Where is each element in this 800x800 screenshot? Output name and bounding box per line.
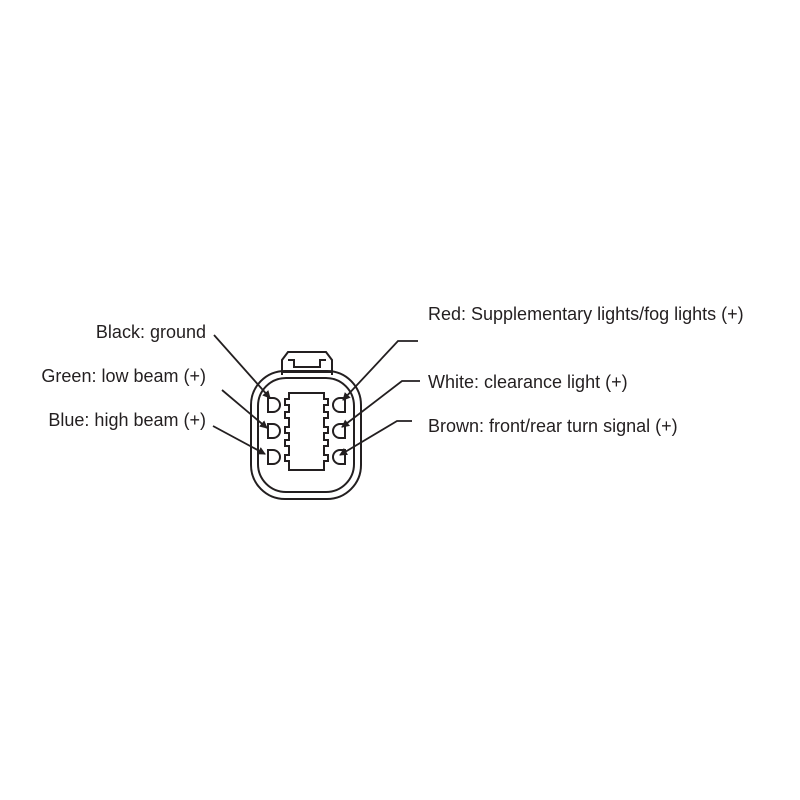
pin-blue — [267, 449, 281, 465]
leader-lines-right — [339, 340, 420, 456]
leader-blue — [212, 425, 266, 455]
pin-red — [332, 397, 346, 413]
leader-red — [342, 340, 418, 401]
pin-white — [332, 423, 346, 439]
label-white: White: clearance light (+) — [428, 372, 628, 392]
pin-brown — [332, 449, 346, 465]
leader-white — [341, 380, 420, 428]
label-brown: Brown: front/rear turn signal (+) — [428, 416, 678, 436]
pin-green — [267, 423, 281, 439]
leader-lines-left — [212, 334, 271, 455]
leader-brown — [339, 420, 412, 456]
pin-black — [267, 397, 281, 413]
label-green: Green: low beam (+) — [41, 366, 206, 386]
leader-black — [213, 334, 271, 399]
pin-cavities — [267, 397, 346, 465]
leader-green — [221, 389, 268, 429]
label-red: Red: Supplementary lights/fog lights (+) — [428, 304, 744, 324]
label-black: Black: ground — [95, 322, 206, 342]
terminal-block — [284, 392, 329, 471]
label-blue: Blue: high beam (+) — [48, 410, 206, 430]
connector-housing — [250, 370, 362, 500]
